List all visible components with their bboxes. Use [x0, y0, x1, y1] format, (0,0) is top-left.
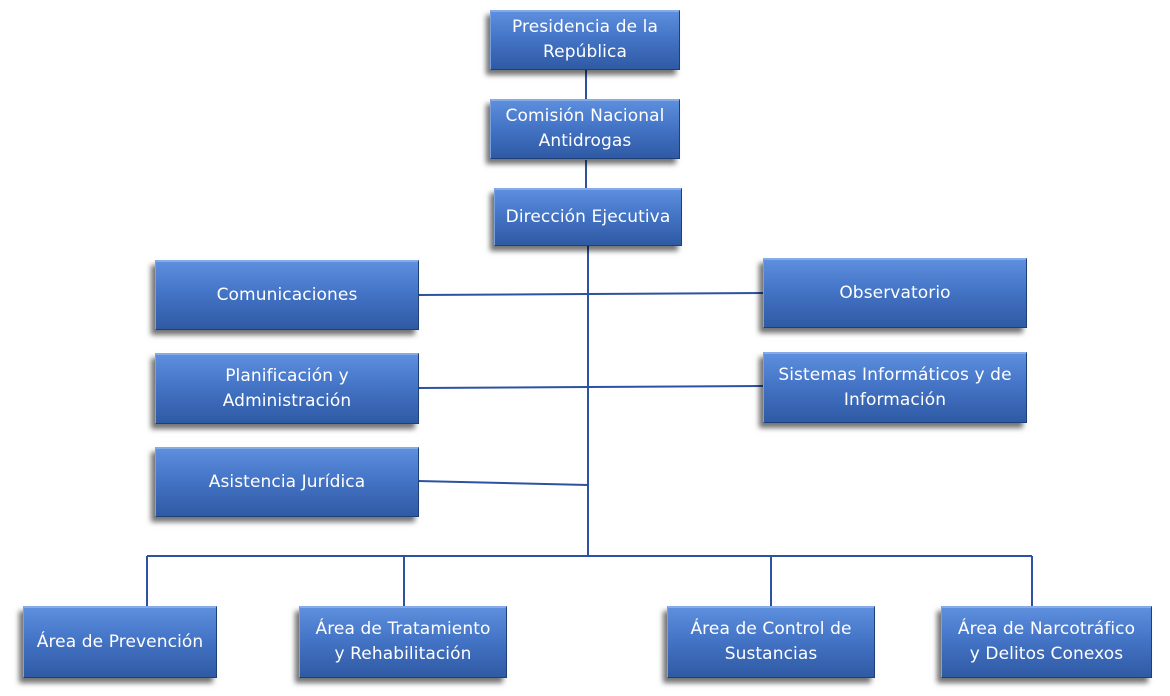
node-presidencia: Presidencia de la República	[490, 10, 680, 70]
node-comision-nacional-label: Comisión Nacional Antidrogas	[505, 106, 665, 151]
node-observatorio-label: Observatorio	[839, 282, 951, 303]
node-area-control-label: Área de Control de Sustancias	[690, 619, 852, 664]
node-direccion-ejecutiva-label: Dirección Ejecutiva	[505, 206, 671, 227]
node-area-prevencion: Área de Prevención	[23, 606, 217, 678]
node-area-control: Área de Control de Sustancias	[667, 606, 875, 678]
node-comunicaciones-label: Comunicaciones	[216, 284, 358, 305]
node-area-narcotrafico: Área de Narcotráfico y Delitos Conexos	[941, 606, 1152, 678]
connector-comunicaciones	[417, 293, 589, 296]
node-asistencia-juridica-label: Asistencia Jurídica	[208, 471, 366, 492]
node-sistemas-informaticos: Sistemas Informáticos y de Información	[763, 352, 1027, 423]
node-area-tratamiento: Área de Tratamiento y Rehabilitación	[299, 606, 507, 678]
node-comunicaciones: Comunicaciones	[155, 260, 419, 330]
node-planificacion: Planificación y Administración	[155, 353, 419, 424]
connector-sistemas	[587, 385, 765, 388]
node-planificacion-label: Planificación y Administración	[222, 365, 352, 411]
node-area-narcotrafico-label: Área de Narcotráfico y Delitos Conexos	[957, 619, 1136, 664]
node-observatorio: Observatorio	[763, 258, 1027, 328]
node-comision-nacional: Comisión Nacional Antidrogas	[490, 99, 680, 159]
node-area-prevencion-label: Área de Prevención	[36, 631, 204, 652]
node-presidencia-label: Presidencia de la República	[511, 17, 659, 62]
node-area-tratamiento-label: Área de Tratamiento y Rehabilitación	[315, 619, 491, 664]
connector-observatorio	[587, 292, 765, 295]
node-direccion-ejecutiva: Dirección Ejecutiva	[494, 188, 682, 246]
node-asistencia-juridica: Asistencia Jurídica	[155, 447, 419, 517]
node-sistemas-informaticos-label: Sistemas Informáticos y de Información	[778, 364, 1012, 410]
connector-asistencia	[417, 480, 589, 486]
connector-planificacion	[417, 386, 589, 389]
